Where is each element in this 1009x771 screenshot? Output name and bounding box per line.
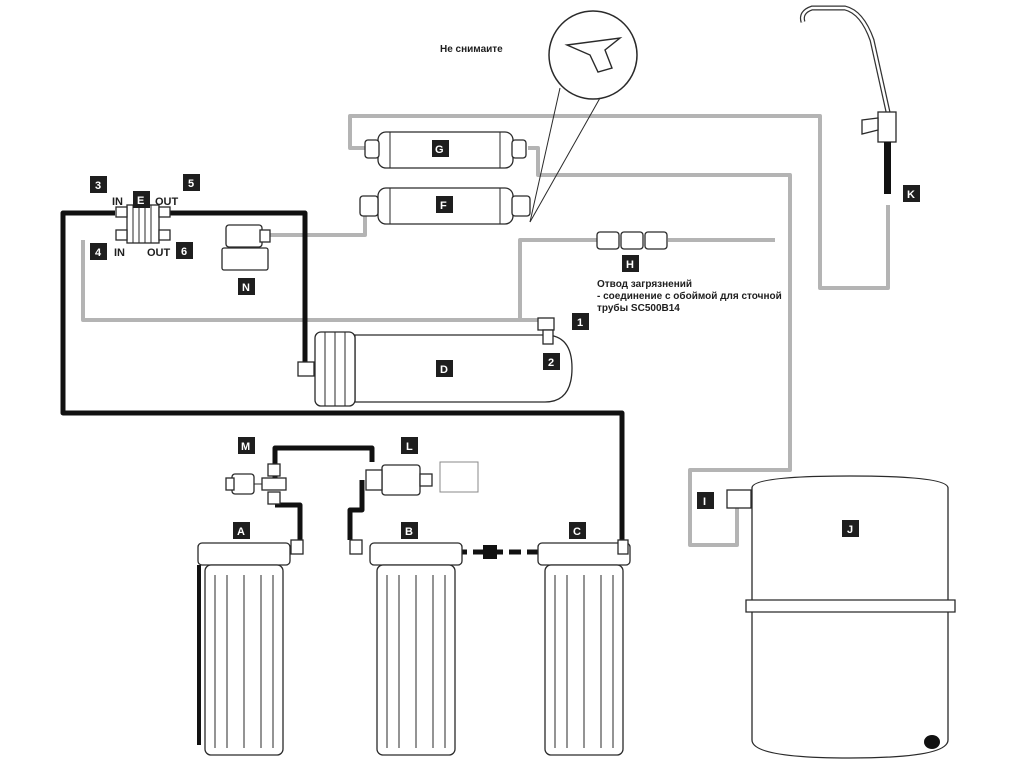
drain-note: Отвод загрязнений - соединение с обоймой… bbox=[597, 279, 782, 314]
detail-callout: Не снимаите bbox=[440, 10, 638, 223]
svg-text:4: 4 bbox=[95, 247, 102, 259]
svg-text:F: F bbox=[440, 200, 447, 212]
label-a: A bbox=[233, 522, 250, 539]
label-4: 4 bbox=[90, 243, 107, 260]
svg-text:C: C bbox=[573, 526, 581, 538]
label-d: D bbox=[436, 360, 453, 377]
svg-text:1: 1 bbox=[577, 317, 583, 329]
port-in-top: IN bbox=[112, 196, 123, 208]
svg-text:E: E bbox=[137, 195, 144, 207]
prefilter-housing-a bbox=[197, 539, 304, 756]
gray-tubing bbox=[81, 114, 890, 547]
shutoff-valve-n bbox=[221, 224, 271, 271]
svg-text:H: H bbox=[626, 259, 634, 271]
port-out-top: OUT bbox=[155, 196, 179, 208]
label-k: K bbox=[903, 185, 920, 202]
label-6: 6 bbox=[176, 242, 193, 259]
label-5: 5 bbox=[183, 174, 200, 191]
label-g: G bbox=[432, 140, 449, 157]
label-badges: A B C D E F G H I J K L M N 1 2 3 4 5 6 bbox=[90, 140, 920, 539]
drain-note-line3: трубы SC500B14 bbox=[597, 302, 680, 314]
svg-text:5: 5 bbox=[188, 178, 194, 190]
svg-text:J: J bbox=[847, 524, 853, 536]
svg-text:G: G bbox=[435, 144, 444, 156]
label-j: J bbox=[842, 520, 859, 537]
solenoid-valve-l bbox=[365, 461, 479, 496]
svg-text:2: 2 bbox=[548, 357, 554, 369]
label-c: C bbox=[569, 522, 586, 539]
connector-b-c bbox=[483, 545, 497, 559]
label-1: 1 bbox=[572, 313, 589, 330]
inlet-valve-m bbox=[225, 463, 287, 505]
membrane-housing-d bbox=[297, 317, 573, 407]
storage-tank-j bbox=[726, 475, 956, 759]
faucet bbox=[799, 5, 897, 194]
prefilter-housing-c bbox=[537, 539, 631, 756]
svg-text:6: 6 bbox=[181, 246, 187, 258]
label-e: E bbox=[133, 191, 150, 208]
label-h: H bbox=[622, 255, 639, 272]
black-tubing bbox=[60, 210, 625, 745]
svg-text:A: A bbox=[237, 526, 245, 538]
svg-text:I: I bbox=[703, 496, 706, 508]
svg-text:3: 3 bbox=[95, 180, 101, 192]
port-out-bottom: OUT bbox=[147, 247, 171, 259]
flow-restrictor-e: IN OUT IN OUT bbox=[112, 196, 179, 259]
svg-text:B: B bbox=[405, 526, 413, 538]
drain-check-h bbox=[596, 231, 668, 250]
label-3: 3 bbox=[90, 176, 107, 193]
svg-text:M: M bbox=[241, 441, 250, 453]
note-do-not-remove: Не снимаите bbox=[440, 44, 503, 55]
label-b: B bbox=[401, 522, 418, 539]
label-i: I bbox=[697, 492, 714, 509]
drain-note-line2: - соединение с обоймой для сточной bbox=[597, 290, 782, 302]
label-m: M bbox=[238, 437, 255, 454]
drain-note-line1: Отвод загрязнений bbox=[597, 279, 692, 290]
svg-text:L: L bbox=[406, 441, 413, 453]
port-in-bottom: IN bbox=[114, 247, 125, 259]
svg-text:N: N bbox=[242, 282, 250, 294]
svg-text:K: K bbox=[907, 189, 915, 201]
label-n: N bbox=[238, 278, 255, 295]
label-f: F bbox=[436, 196, 453, 213]
svg-text:D: D bbox=[440, 364, 448, 376]
label-l: L bbox=[401, 437, 418, 454]
label-2: 2 bbox=[543, 353, 560, 370]
prefilter-housing-b bbox=[349, 539, 463, 756]
